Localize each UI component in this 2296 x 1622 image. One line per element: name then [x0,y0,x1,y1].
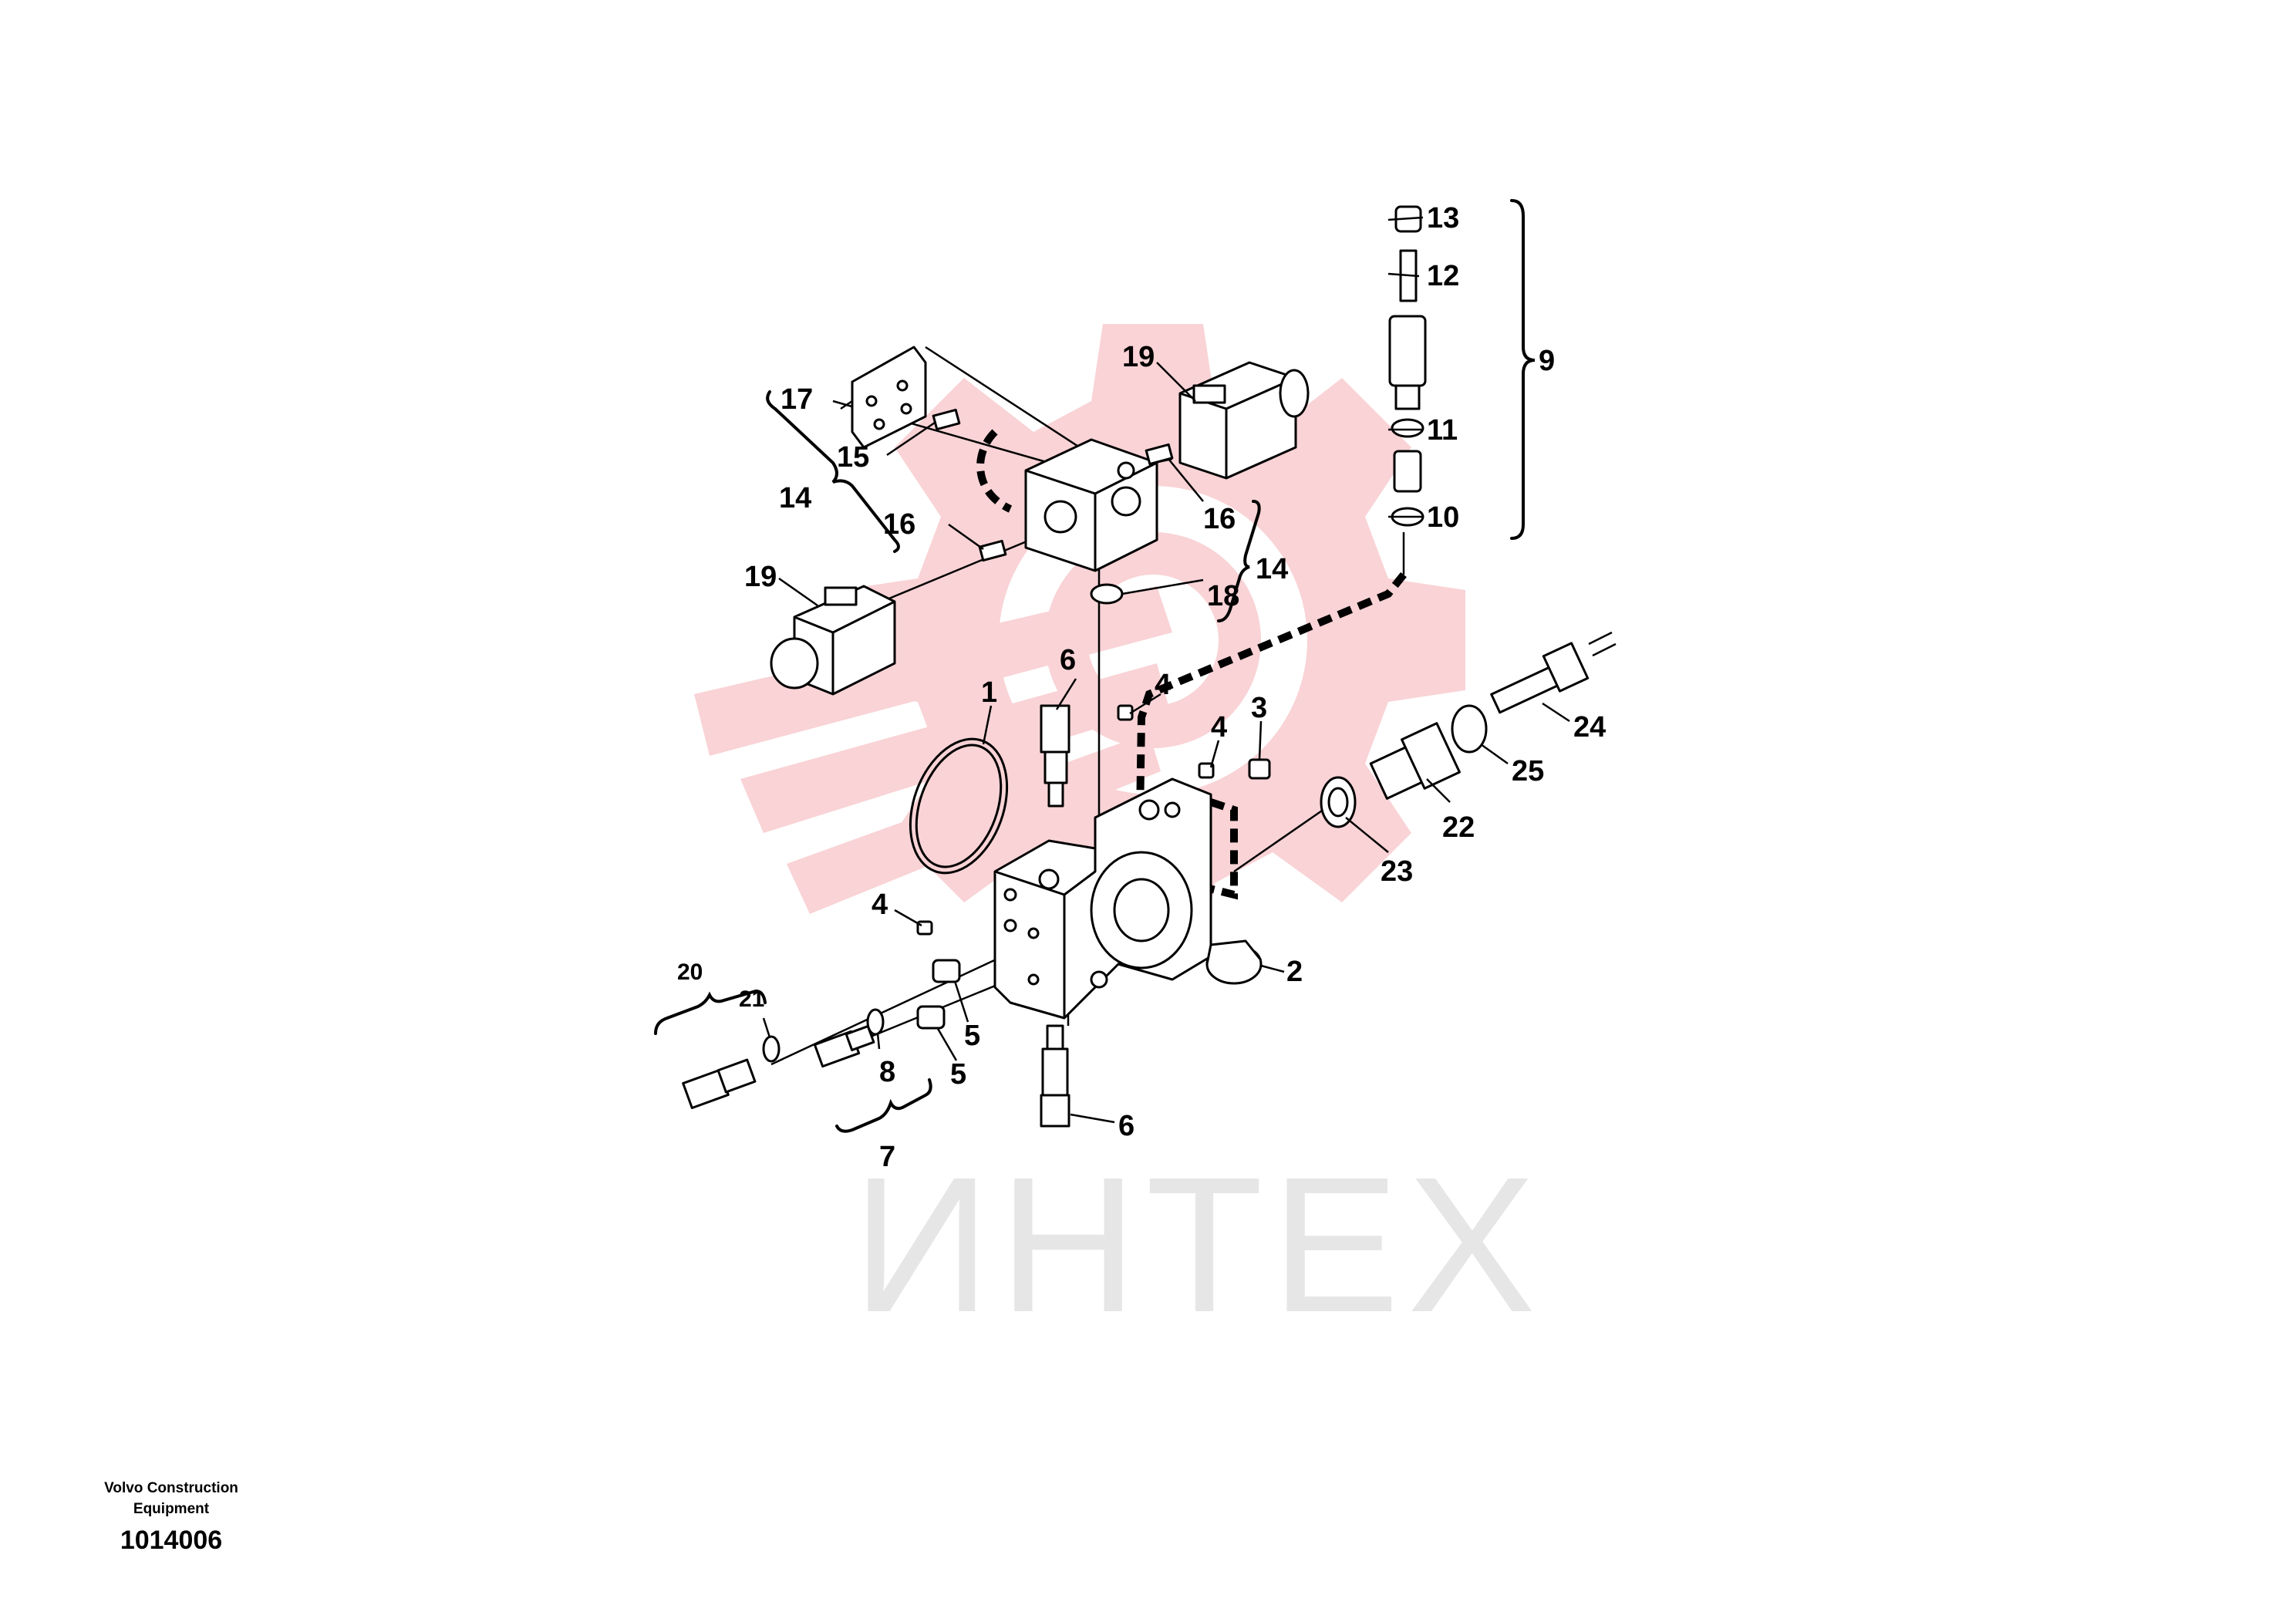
fitting-part-5b [916,1005,946,1030]
footer: Volvo Construction Equipment 1014006 [104,1480,238,1555]
label-part-16b: 16 [1203,503,1236,535]
ring-part-21 [762,1035,781,1063]
label-part-8: 8 [879,1056,895,1088]
label-part-5a: 5 [964,1020,980,1052]
label-part-17: 17 [781,383,813,416]
label-part-4a: 4 [1155,669,1171,701]
plug-part-20 [682,1058,757,1110]
label-part-14a: 14 [779,482,811,514]
drawing-number: 1014006 [120,1526,222,1555]
connection-lines [976,429,1407,900]
solenoid-coil-part-19-top [1178,361,1310,480]
screw-part-16-right [1145,443,1174,466]
label-part-22: 22 [1442,811,1475,844]
label-part-9: 9 [1539,345,1555,377]
label-part-6a: 6 [1060,644,1076,676]
label-part-14b: 14 [1256,553,1288,585]
label-part-4b: 4 [1211,711,1227,744]
screw-part-15 [932,408,961,431]
label-part-4c: 4 [872,889,888,921]
valve-cartridge-part-6-bottom [1040,1024,1070,1128]
label-part-21: 21 [739,986,764,1012]
label-part-16a: 16 [883,508,915,541]
label-part-1: 1 [981,676,997,709]
label-part-19b: 19 [744,561,777,593]
label-part-10: 10 [1427,501,1459,534]
solenoid-coil-part-19-bottom [770,585,896,696]
part-number-labels: 1 2 3 4 4 4 5 5 6 6 7 8 9 10 11 12 13 14… [677,202,1606,1173]
fitting-part-5a [932,959,961,983]
o-ring-part-1 [909,737,1009,875]
label-part-7: 7 [879,1141,895,1173]
label-part-12: 12 [1427,260,1459,292]
label-part-6b: 6 [1118,1110,1135,1142]
label-part-23: 23 [1381,855,1413,888]
label-part-5b: 5 [950,1058,966,1091]
sensor-part-24 [1490,631,1617,714]
group-brackets [654,199,1536,1133]
relief-valve-assembly-part-9 [1388,205,1427,527]
plug-part-3 [1248,758,1271,780]
leader-lines [762,216,1570,1124]
label-part-15: 15 [837,441,869,474]
label-part-13: 13 [1427,202,1459,234]
screw-part-16-left [978,539,1007,562]
label-part-3: 3 [1251,692,1267,724]
valve-cartridge-part-6-top [1040,704,1070,808]
watermark-text: ИНТЕХ [852,1137,1543,1352]
plate-part-17 [851,346,927,449]
company-name-line2: Equipment [133,1501,210,1517]
adapter-part-22 [1369,722,1461,800]
plug-part-4-mid [1198,762,1215,779]
label-part-24: 24 [1573,711,1606,744]
washer-part-25 [1451,704,1488,754]
label-part-18: 18 [1207,580,1239,612]
solenoid-valve-block [1024,438,1158,572]
label-part-11: 11 [1427,414,1458,447]
label-part-20: 20 [677,959,703,985]
label-part-25: 25 [1512,755,1544,787]
company-name-line1: Volvo Construction [104,1480,238,1496]
ring-part-8 [866,1008,885,1036]
valve-housing [993,777,1212,1020]
valve-part-7 [813,1025,875,1068]
label-part-19a: 19 [1122,341,1155,373]
parts [682,205,1617,1128]
ring-part-18 [1090,583,1124,605]
label-part-2: 2 [1286,956,1303,988]
